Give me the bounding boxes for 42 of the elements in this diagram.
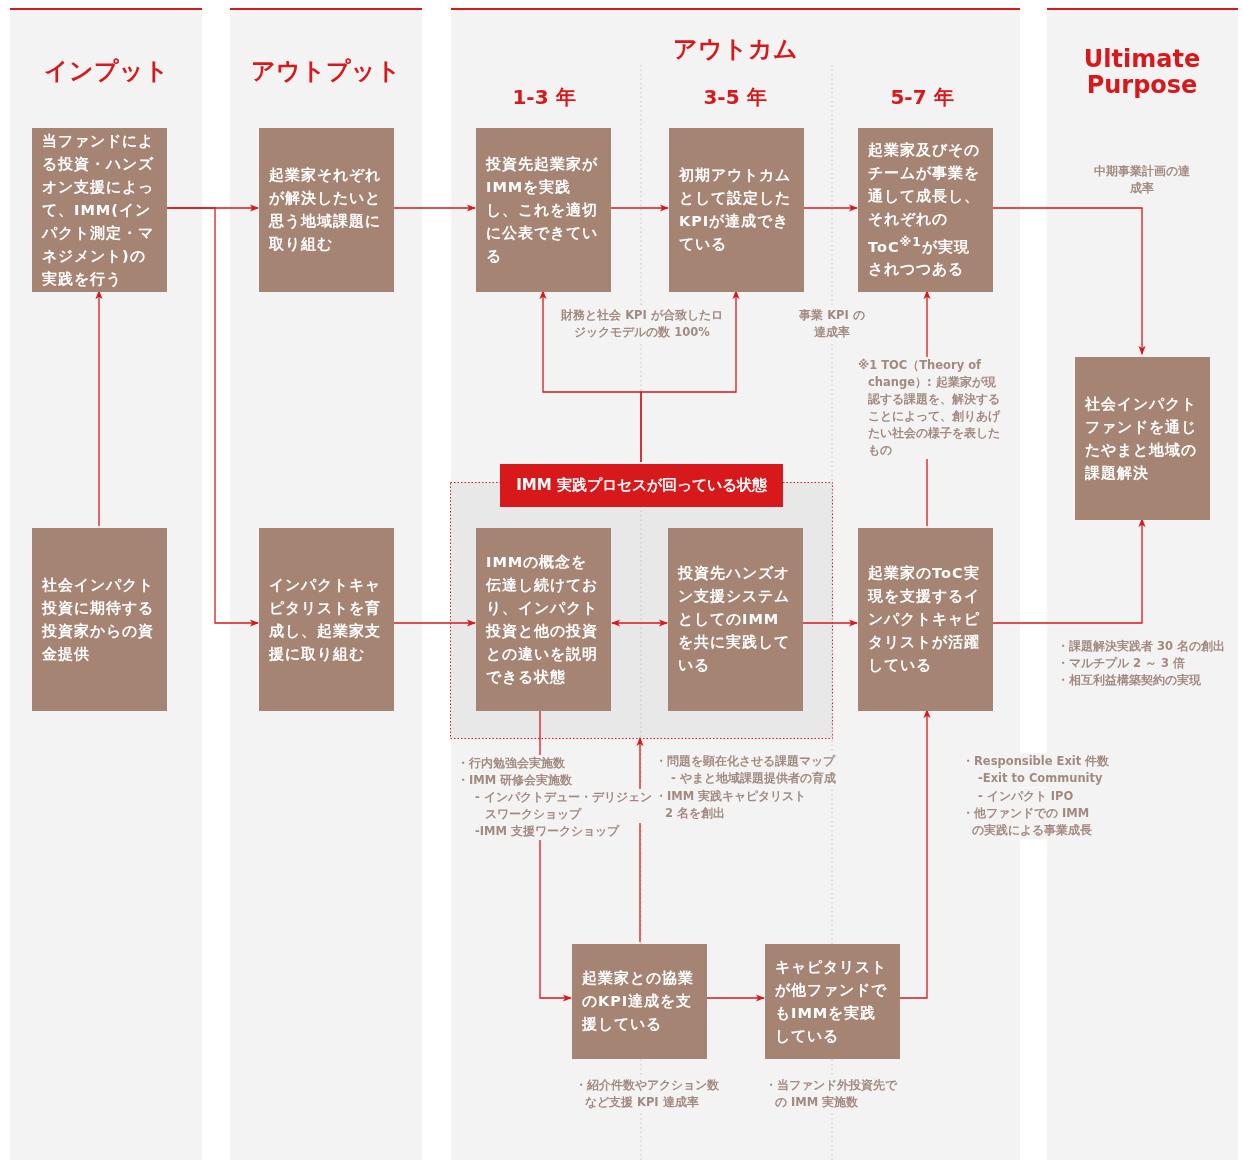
column-heading: Ultimate Purpose: [1082, 46, 1202, 98]
arrow: [992, 207, 1146, 355]
arrow: [706, 994, 765, 1002]
process-box: 投資先起業家がIMMを実践し、これを適切に公表できている: [476, 128, 611, 292]
process-box: インパクトキャピタリストを育成し、起業家支援に取り組む: [259, 528, 394, 711]
arrow: [992, 518, 1146, 624]
process-box: IMMの概念を伝達し続けており、インパクト投資と他の投資との違いを説明できる状態: [476, 528, 611, 711]
period-heading: 5-7 年: [889, 86, 955, 108]
process-box: 当ファンドによる投資・ハンズオン支援によって、IMM(インパクト測定・マネジメント)の実践を行う: [32, 128, 167, 292]
arrow: [95, 290, 103, 527]
process-box: 社会インパクト投資に期待する投資家からの資金提供: [32, 528, 167, 711]
metric-note: 中期事業計画の達成率: [1092, 163, 1192, 197]
column-band: [230, 8, 422, 1160]
metric-note: -Exit to Community: [978, 770, 1103, 787]
metric-note: - やまと地域課題提供者の育成: [671, 770, 836, 787]
arrow: [611, 619, 668, 627]
period-heading: 3-5 年: [702, 86, 768, 108]
process-box: 起業家及びそのチームが事業を通して成長し、それぞれのToC$^{※1}$が実現されつつある: [858, 128, 993, 292]
process-box: 初期アウトカムとして設定したKPIが達成できている: [669, 128, 804, 292]
column-heading: アウトカム: [671, 36, 799, 62]
metric-note: -IMM 支援ワークショップ: [475, 823, 619, 840]
process-box: 起業家との協業のKPI達成を支援している: [572, 944, 707, 1059]
arrow: [166, 207, 259, 627]
process-area: [450, 464, 833, 739]
process-banner: IMM 実践プロセスが回っている状態: [500, 464, 783, 507]
process-box: 社会インパクトファンドを通じたやまと地域の課題解決: [1075, 357, 1210, 520]
arrow: [640, 290, 740, 463]
process-box: 起業家のToC実現を支援するインパクトキャピタリストが活躍している: [858, 528, 993, 711]
process-box: キャピタリストが他ファンドでもIMMを実践している: [765, 944, 900, 1059]
metric-note: - インパクト IPO: [978, 788, 1074, 805]
arrow: [393, 204, 476, 212]
arrow: [610, 204, 669, 212]
process-box: 投資先ハンズオン支援システムとしてのIMMを共に実践している: [668, 528, 803, 711]
period-heading: 1-3 年: [511, 86, 577, 108]
arrow: [802, 619, 858, 627]
arrow: [899, 709, 931, 999]
arrow: [803, 204, 858, 212]
column-heading: アウトプット: [250, 58, 402, 84]
arrow: [393, 619, 476, 627]
process-box: 起業家それぞれが解決したいと思う地域課題に取り組む: [259, 128, 394, 292]
column-heading: インプット: [42, 58, 170, 84]
column-band: [10, 8, 202, 1160]
